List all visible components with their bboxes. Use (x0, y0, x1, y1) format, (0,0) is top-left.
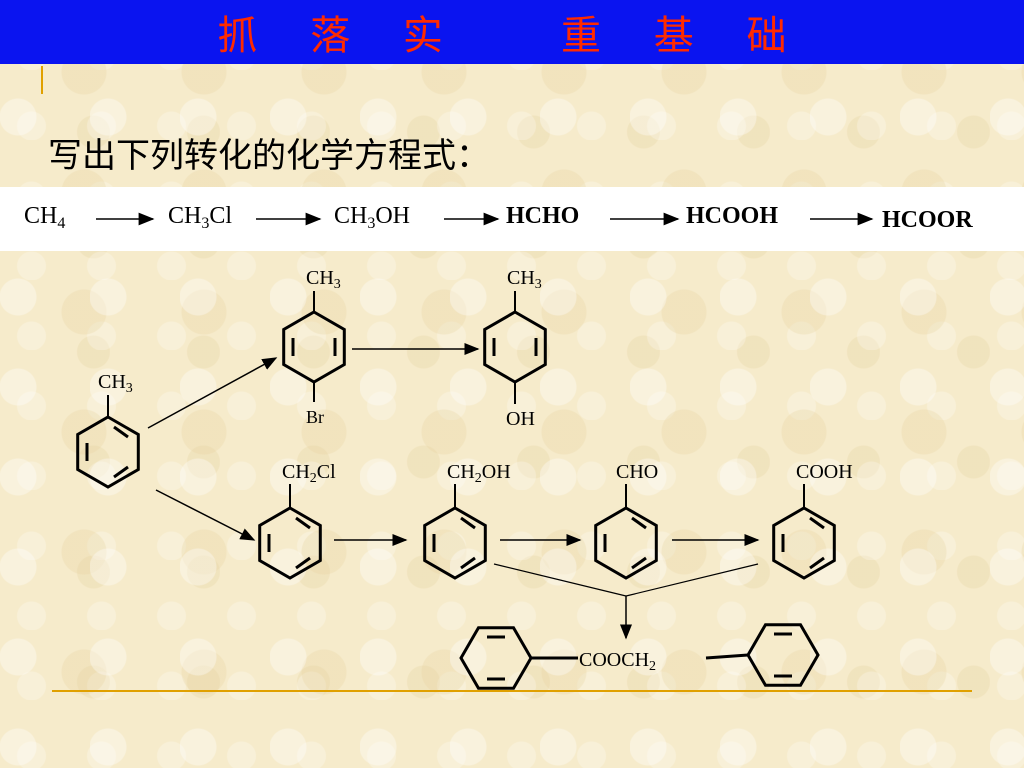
label-benzoic-acid: COOH (796, 461, 853, 483)
label-benzaldehyde: CHO (616, 461, 658, 483)
accent-line (41, 66, 43, 94)
label-benzyl-alcohol: CH2OH (447, 461, 511, 486)
ring-benzaldehyde (594, 506, 658, 580)
arrow-toluene-to-bromo (147, 357, 278, 429)
equation-chain-svg: CH4 CH3Cl CH3OH HCHO HCOOH HCOOR (24, 203, 973, 233)
merge-line-left (493, 563, 627, 597)
chain-hcoor: HCOOR (882, 207, 973, 233)
ring-ester-right (746, 623, 820, 687)
ring-cresol (483, 310, 547, 384)
ring-benzyl-alcohol (423, 506, 487, 580)
label-ester: COOCH2 (579, 649, 656, 674)
label-toluene-ch3: CH3 (98, 371, 133, 396)
title-bar: 抓 落 实 重 基 础 (0, 0, 1024, 64)
slide-title: 抓 落 实 重 基 础 (217, 13, 807, 59)
label-oh: OH (506, 408, 535, 430)
chain-ch4: CH4 (24, 203, 65, 232)
label-cresol-ch3: CH3 (507, 267, 542, 292)
ring-benzoic-acid (772, 506, 836, 580)
ring-benzyl-chloride (258, 506, 322, 580)
arrow-toluene-to-benzylchloride (155, 489, 256, 541)
chain-ch3oh: CH3OH (334, 203, 410, 232)
slide-heading: 写出下列转化的化学方程式： (48, 136, 490, 176)
chain-hcooh: HCOOH (686, 203, 778, 229)
label-bromo-ch3: CH3 (306, 267, 341, 292)
label-br: Br (306, 407, 324, 427)
equation-chain: CH4 CH3Cl CH3OH HCHO HCOOH HCOOR (0, 187, 1024, 251)
bottom-divider (52, 690, 972, 692)
ring-ester-left (459, 626, 533, 690)
ring-bromotoluene (282, 310, 346, 384)
chain-hcho: HCHO (506, 203, 579, 229)
merge-line-right (625, 563, 759, 597)
label-benzyl-chloride: CH2Cl (282, 461, 336, 486)
ring-toluene (76, 415, 140, 489)
chain-ch3cl: CH3Cl (168, 203, 232, 232)
